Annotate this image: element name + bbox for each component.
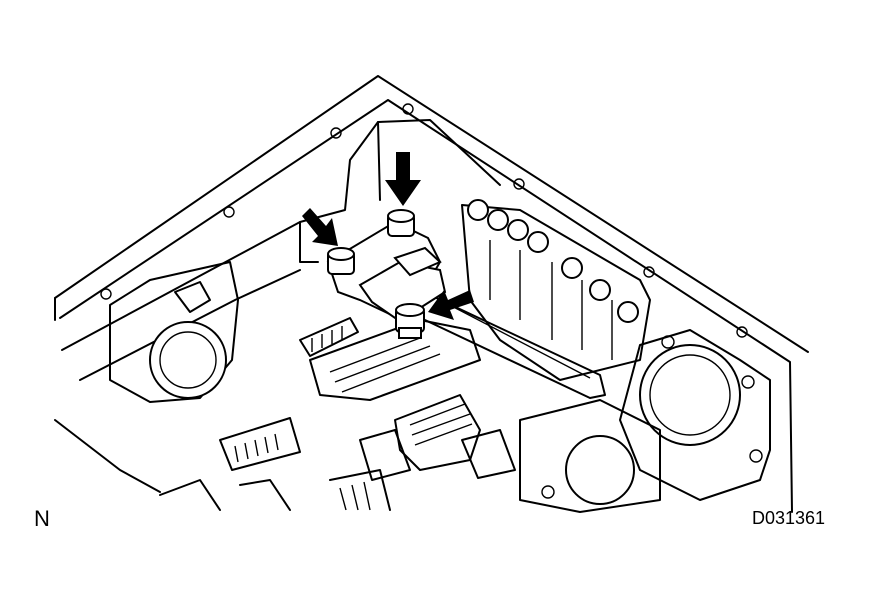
pointer-arrows [302,152,474,320]
lower-valve-bodies [54,394,661,513]
housing-flange [54,75,809,513]
valve-bore-column [461,199,651,381]
bolt-bottom [395,303,425,339]
arrow-left-icon [428,290,474,320]
arrow-down-icon [385,152,421,206]
detent-plate-bracket [326,220,447,322]
north-label: N [34,506,50,531]
arrow-diagonal-icon [302,208,338,246]
bolt-left [327,247,355,275]
manual-valve-spool [299,317,481,401]
drawing-code: D031361 [752,508,826,528]
right-boss [619,329,771,501]
flange-bolt-holes [100,103,748,338]
bolt-top [387,209,415,237]
detent-spring-rod [424,294,606,399]
bolts [327,209,425,339]
left-boss [109,261,239,403]
inner-wall [61,119,501,381]
